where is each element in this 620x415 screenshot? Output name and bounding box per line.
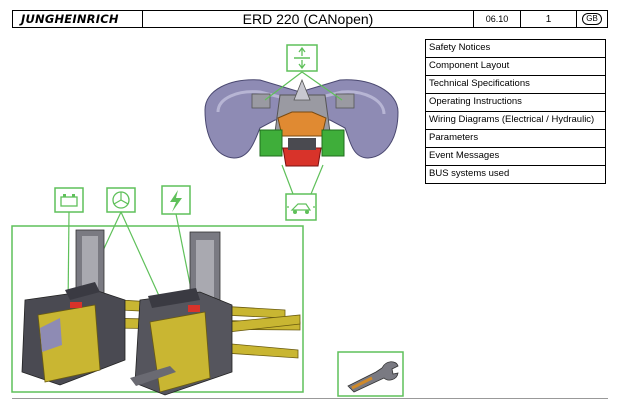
- page-title: ERD 220 (CANopen): [143, 11, 474, 27]
- menu-item-parameters[interactable]: Parameters: [426, 130, 605, 148]
- tiller-callout-lines: [264, 71, 343, 195]
- menu-item-safety-notices[interactable]: Safety Notices: [426, 40, 605, 58]
- language-badge[interactable]: GB: [577, 11, 607, 27]
- page-number: 1: [521, 11, 577, 27]
- footer-divider: [12, 398, 608, 399]
- menu-item-component-layout[interactable]: Component Layout: [426, 58, 605, 76]
- menu-item-event-messages[interactable]: Event Messages: [426, 148, 605, 166]
- drive-icon[interactable]: [285, 193, 317, 221]
- navigation-menu: Safety Notices Component Layout Technica…: [425, 39, 606, 184]
- pallet-truck-right: [130, 231, 301, 396]
- steering-wheel-icon[interactable]: [106, 187, 136, 213]
- battery-icon[interactable]: [54, 187, 84, 213]
- tiller-head-illustration[interactable]: [204, 78, 399, 167]
- menu-item-technical-specifications[interactable]: Technical Specifications: [426, 76, 605, 94]
- language-label: GB: [582, 13, 602, 25]
- lightning-icon[interactable]: [161, 185, 191, 215]
- wrench-icon[interactable]: [337, 351, 404, 397]
- menu-item-bus-systems[interactable]: BUS systems used: [429, 168, 510, 179]
- brand-logo: JUNGHEINRICH: [13, 11, 143, 27]
- lift-lower-icon[interactable]: [286, 44, 318, 72]
- menu-item-wiring-diagrams[interactable]: Wiring Diagrams (Electrical / Hydraulic): [426, 112, 605, 130]
- menu-item-operating-instructions[interactable]: Operating Instructions: [426, 94, 605, 112]
- document-date: 06.10: [474, 11, 521, 27]
- header-bar: JUNGHEINRICH ERD 220 (CANopen) 06.10 1 G…: [12, 10, 608, 28]
